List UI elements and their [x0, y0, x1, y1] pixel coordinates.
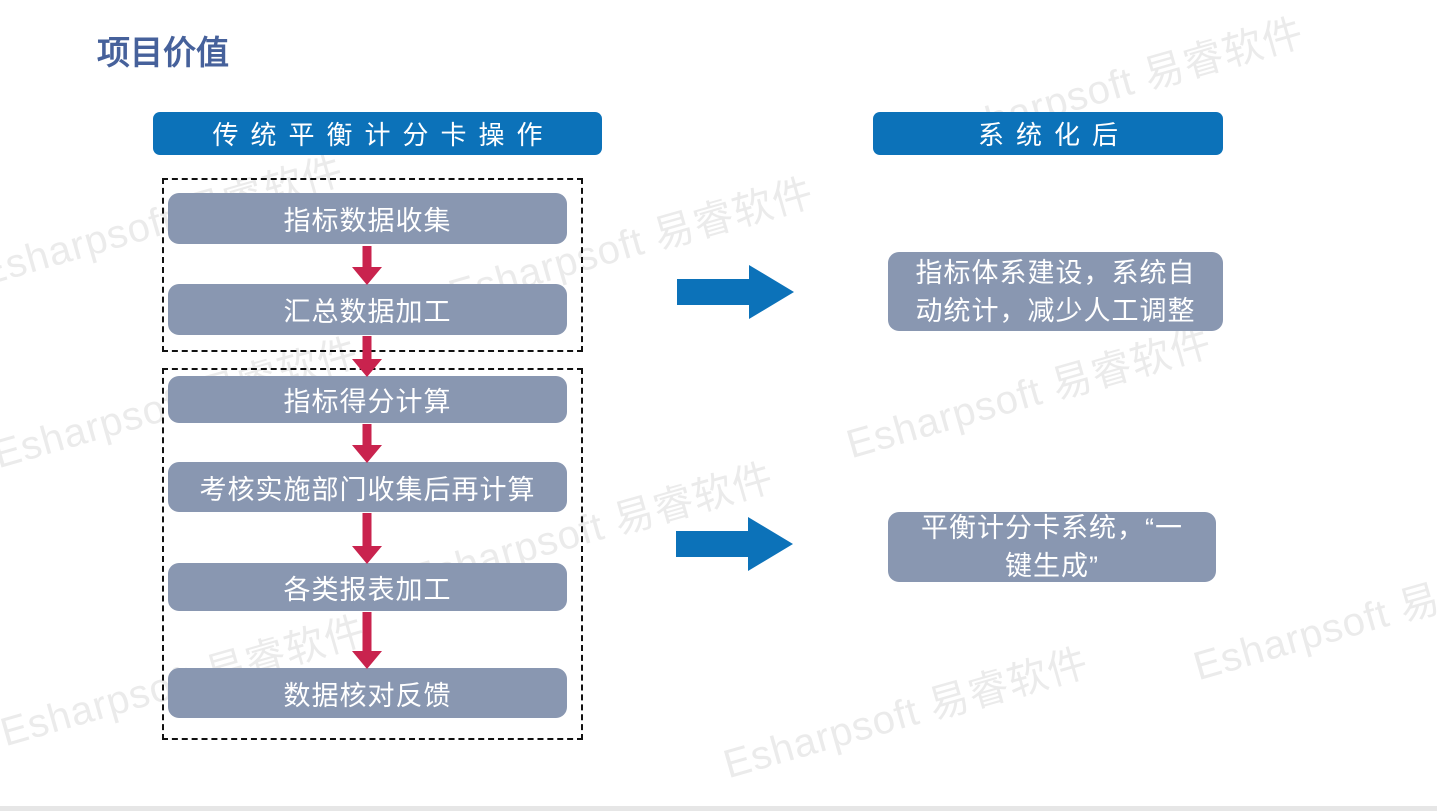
group-box-1 [162, 178, 583, 352]
page-title: 项目价值 [97, 34, 229, 71]
watermark: Esharpsoft 易睿软件 [841, 320, 1217, 467]
right-arrow-icon [677, 265, 794, 319]
step-box-3: 指标得分计算 [168, 376, 567, 423]
down-arrow-icon [352, 246, 382, 285]
step-box-4: 考核实施部门收集后再计算 [168, 462, 567, 512]
watermark: Esharpsoft 易睿软件 [1188, 542, 1437, 689]
step-box-2: 汇总数据加工 [168, 284, 567, 335]
right-arrow-icon [676, 517, 793, 571]
step-box-1: 指标数据收集 [168, 193, 567, 244]
down-arrow-icon [352, 336, 382, 377]
watermark: Esharpsoft 易睿软件 [718, 640, 1094, 787]
step-box-5: 各类报表加工 [168, 563, 567, 611]
right-column-header: 系统化后 [873, 112, 1223, 155]
down-arrow-icon [352, 513, 382, 564]
down-arrow-icon [352, 612, 382, 669]
bottom-strip [0, 806, 1437, 811]
down-arrow-icon [352, 424, 382, 463]
result-box-1: 指标体系建设，系统自 动统计，减少人工调整 [888, 252, 1223, 331]
left-column-header: 传统平衡计分卡操作 [153, 112, 602, 155]
result-box-2: 平衡计分卡系统，“一 键生成” [888, 512, 1216, 582]
step-box-6: 数据核对反馈 [168, 668, 567, 718]
